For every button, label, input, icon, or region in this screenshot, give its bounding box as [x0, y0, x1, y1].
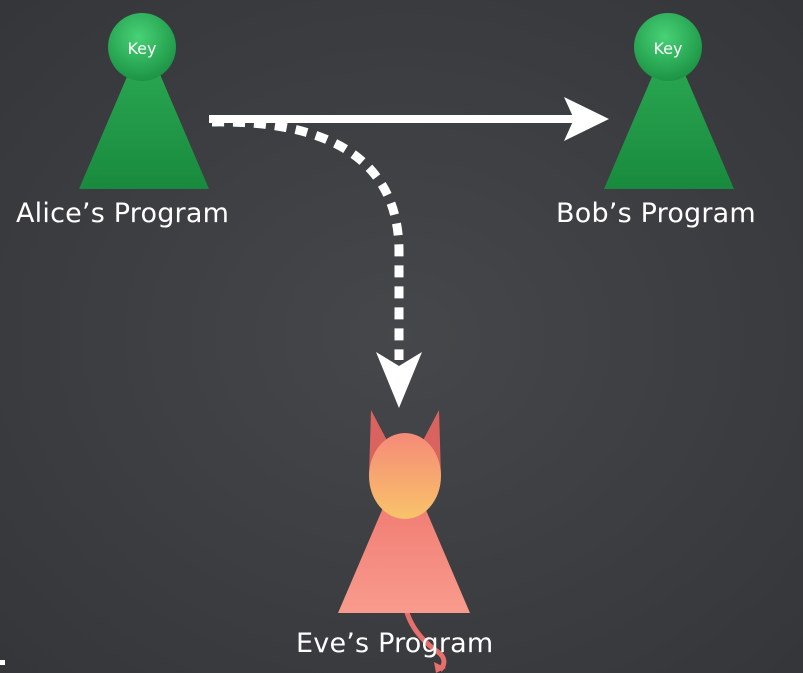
bob-person-icon: Key [604, 13, 734, 189]
solid-arrow-alice-to-bob [209, 97, 609, 141]
bob-key-label: Key [653, 39, 682, 58]
eve-tail [402, 604, 447, 672]
eve-program-label: Eve’s Program [296, 628, 494, 659]
bob-program-label: Bob’s Program [556, 198, 756, 229]
corner-dot [0, 660, 5, 665]
bob-key-head [634, 13, 702, 81]
eve-head [369, 433, 441, 519]
alice-key-label: Key [127, 39, 156, 58]
alice-key-head [108, 13, 176, 81]
dashed-arrow-alice-to-eve [211, 117, 422, 408]
alice-person-icon: Key [79, 13, 209, 189]
alice-program-label: Alice’s Program [16, 198, 230, 229]
eve-person-icon [338, 410, 470, 673]
